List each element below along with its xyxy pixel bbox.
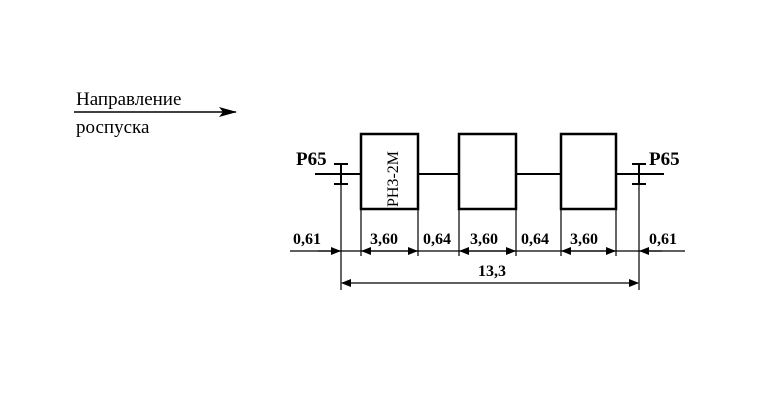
rail-end-right — [632, 163, 646, 290]
dim-left-gap: 0,61 — [293, 231, 321, 248]
dim-block-3: 3,60 — [570, 231, 598, 248]
rail-type-right: Р65 — [649, 149, 680, 170]
rail-end-left — [334, 163, 348, 290]
dim-total: 13,3 — [478, 263, 506, 280]
retarder-block-3 — [559, 132, 618, 211]
direction-label-line2: роспуска — [76, 117, 150, 138]
retarder-block-2 — [457, 132, 518, 211]
rail-type-left: Р65 — [296, 149, 327, 170]
dim-right-gap: 0,61 — [649, 231, 677, 248]
direction-label-line1: Направление — [76, 89, 181, 110]
retarder-model-label: РНЗ-2М — [385, 151, 402, 207]
dim-gap-2: 0,64 — [521, 231, 549, 248]
retarder-block-1 — [359, 132, 420, 211]
dim-block-2: 3,60 — [470, 231, 498, 248]
dim-gap-1: 0,64 — [423, 231, 451, 248]
dim-block-1: 3,60 — [370, 231, 398, 248]
